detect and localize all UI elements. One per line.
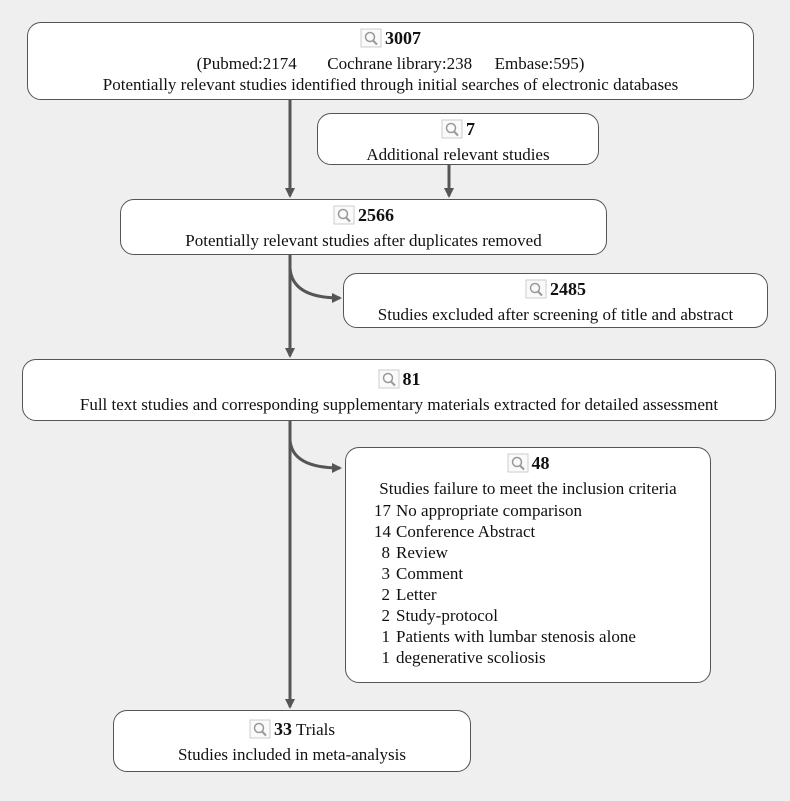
excluded-fulltext-text: Studies failure to meet the inclusion cr…: [379, 479, 677, 498]
source-embase: Embase:595): [494, 54, 585, 73]
identified-sources: (Pubmed:2174 Cochrane library:238 Embase…: [28, 53, 753, 74]
magnifier-icon: [333, 205, 355, 230]
magnifier-icon: [360, 28, 382, 53]
magnifier-icon: [441, 119, 463, 144]
fulltext-text: Full text studies and corresponding supp…: [79, 395, 719, 414]
arrow-dedup-to-excluded: [288, 267, 342, 303]
excluded-screening-box: 2485 Studies excluded after screening of…: [343, 273, 768, 328]
magnifier-icon: [378, 369, 400, 394]
magnifier-icon: [525, 279, 547, 304]
arrow-fulltext-to-excluded: [288, 439, 342, 473]
identified-count: 3007: [385, 28, 421, 48]
included-count: 33: [273, 719, 292, 739]
magnifier-icon: [507, 453, 529, 478]
additional-count: 7: [466, 119, 475, 139]
magnifier-icon: [249, 719, 271, 744]
additional-text: Additional relevant studies: [366, 145, 550, 164]
dedup-box: 2566 Potentially relevant studies after …: [120, 199, 607, 255]
source-pubmed: (Pubmed:2174: [196, 54, 297, 73]
included-unit: Trials: [295, 720, 335, 739]
source-cochrane: Cochrane library:238: [327, 54, 473, 73]
excluded-fulltext-count: 48: [531, 453, 550, 473]
dedup-count: 2566: [358, 205, 394, 225]
identified-text: Potentially relevant studies identified …: [102, 75, 679, 94]
fulltext-box: 81 Full text studies and corresponding s…: [22, 359, 776, 421]
excluded-screening-text: Studies excluded after screening of titl…: [377, 305, 734, 324]
excluded-screening-count: 2485: [550, 279, 586, 299]
excluded-fulltext-box: 48 Studies failure to meet the inclusion…: [345, 447, 711, 683]
dedup-text: Potentially relevant studies after dupli…: [185, 231, 542, 250]
included-box: 33 Trials Studies included in meta-analy…: [113, 710, 471, 772]
identified-box: 3007 (Pubmed:2174 Cochrane library:238 E…: [27, 22, 754, 100]
included-text: Studies included in meta-analysis: [177, 745, 407, 764]
fulltext-count: 81: [402, 369, 421, 389]
additional-box: 7 Additional relevant studies: [317, 113, 599, 165]
